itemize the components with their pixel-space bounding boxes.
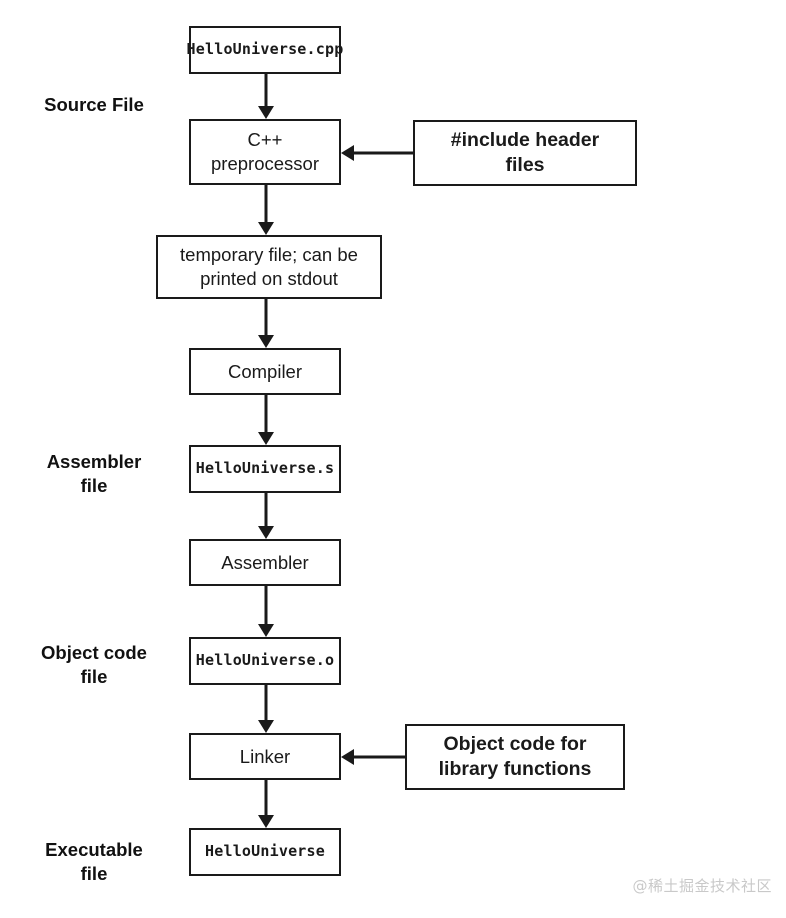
- arrow-assembly-file-to-assembler: [256, 493, 276, 539]
- watermark-text: @稀土掘金技术社区: [632, 877, 772, 895]
- arrow-object-file-to-linker: [256, 685, 276, 733]
- arrow-cpp-to-preprocessor: [256, 74, 276, 119]
- node-hellouniverse-s[interactable]: HelloUniverse.s: [189, 445, 341, 493]
- arrow-library-objects-to-linker: [341, 747, 405, 767]
- node-hellouniverse-o[interactable]: HelloUniverse.o: [189, 637, 341, 685]
- arrow-compiler-to-assembly-file: [256, 395, 276, 445]
- arrow-temporary-to-compiler: [256, 299, 276, 348]
- node-hellouniverse-cpp[interactable]: HelloUniverse.cpp: [187, 26, 343, 74]
- arrow-linker-to-executable: [256, 780, 276, 828]
- node-assembler[interactable]: Assembler: [189, 539, 341, 586]
- node-hellouniverse-exe[interactable]: HelloUniverse: [189, 828, 341, 876]
- node-compiler[interactable]: Compiler: [189, 348, 341, 395]
- node-linker[interactable]: Linker: [189, 733, 341, 780]
- arrow-include-headers-to-preprocessor: [341, 143, 413, 163]
- arrow-preprocessor-to-temporary: [256, 185, 276, 235]
- arrow-assembler-to-object-file: [256, 586, 276, 637]
- stage-label-source-file: Source File: [44, 94, 144, 115]
- node-cpp-preprocessor[interactable]: C++preprocessor: [189, 119, 341, 185]
